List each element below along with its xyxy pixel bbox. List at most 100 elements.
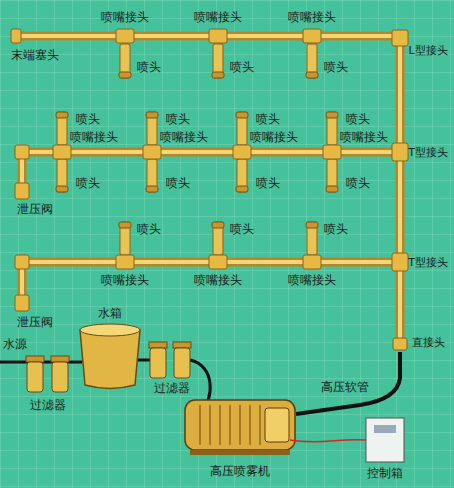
pump-fin	[199, 405, 201, 445]
part-label: 喷头	[166, 113, 190, 126]
nozzle	[120, 222, 130, 255]
pump-body	[185, 400, 295, 450]
pipe-fitting	[116, 255, 134, 269]
part-label: 喷头	[256, 113, 280, 126]
nozzle-tip	[236, 186, 248, 192]
part-label: L型接头	[408, 45, 447, 57]
part-label: 喷头	[256, 177, 280, 190]
part-label: 水箱	[98, 307, 122, 320]
part-label: 喷头	[76, 177, 100, 190]
part-label: 末端塞头	[11, 49, 59, 62]
pump-fin	[219, 405, 221, 445]
pump-fin	[259, 405, 261, 445]
part-label: 喷头	[230, 61, 254, 74]
part-label: 喷嘴接头	[101, 11, 149, 24]
nozzle-tip	[212, 72, 224, 78]
pipe-fitting	[15, 255, 29, 269]
pump-fin	[209, 405, 211, 445]
pipe-fitting	[392, 30, 408, 46]
part-label: T型接头	[408, 257, 448, 269]
nozzle-tip	[326, 186, 338, 192]
nozzle	[120, 44, 130, 78]
pipe-fitting	[303, 29, 321, 43]
part-label: 泄压阀	[17, 316, 53, 329]
part-label: 喷头	[137, 223, 161, 236]
nozzle-tip	[212, 222, 224, 228]
nozzle-tip	[306, 222, 318, 228]
filter-cap	[149, 342, 167, 348]
pump-fin	[229, 405, 231, 445]
pipe-fitting	[233, 145, 251, 159]
nozzle-tip	[146, 186, 158, 192]
pipe	[396, 36, 405, 345]
nozzle-tip	[56, 186, 68, 192]
nozzle	[147, 159, 157, 192]
part-label: 喷嘴接头	[250, 131, 298, 144]
filter-body	[174, 348, 190, 378]
nozzle	[327, 159, 337, 192]
filter-body	[150, 348, 166, 378]
water-tank-lid	[80, 324, 140, 336]
part-label: 喷头	[166, 177, 190, 190]
nozzle	[237, 159, 247, 192]
nozzle	[57, 112, 67, 145]
nozzle	[147, 112, 157, 145]
pump-fin	[249, 405, 251, 445]
pipe-highlight	[22, 150, 400, 154]
part-label: 喷嘴接头	[288, 274, 336, 287]
nozzle	[307, 222, 317, 255]
part-label: 喷嘴接头	[101, 274, 149, 287]
pipe-highlight	[398, 36, 402, 345]
power-wire	[290, 440, 366, 442]
pipe-fitting	[116, 29, 134, 43]
part-label: 喷嘴接头	[194, 274, 242, 287]
control-display	[374, 425, 396, 433]
part-label: 水源	[3, 338, 27, 351]
pipe-fitting	[393, 338, 407, 350]
pipe-fitting	[209, 29, 227, 43]
filter-cap	[51, 356, 69, 362]
filter-body	[27, 362, 43, 392]
high-pressure-hose	[296, 352, 400, 414]
part-label: 喷头	[76, 113, 100, 126]
part-label: 喷嘴接头	[70, 131, 118, 144]
part-label: 喷嘴接头	[288, 11, 336, 24]
part-label: 泄压阀	[17, 203, 53, 216]
pipe-fitting	[392, 253, 408, 271]
pipe-fitting	[209, 255, 227, 269]
part-label: 高压喷雾机	[210, 465, 270, 478]
nozzle	[57, 159, 67, 192]
pipe-fitting	[323, 145, 341, 159]
pipe-fitting	[15, 183, 29, 199]
pipe-fitting	[303, 255, 321, 269]
pipe-fitting	[392, 143, 408, 161]
nozzle-tip	[236, 112, 248, 118]
pipe-fitting	[15, 295, 29, 311]
part-label: 喷嘴接头	[340, 131, 388, 144]
pump-fin	[239, 405, 241, 445]
filter-cap	[26, 356, 44, 362]
nozzle-tip	[306, 72, 318, 78]
pipe-fitting	[15, 145, 29, 159]
filter-body	[52, 362, 68, 392]
water-tank	[80, 330, 140, 389]
pipe	[22, 148, 400, 157]
filter-cap	[173, 342, 191, 348]
pipe-fitting	[53, 145, 71, 159]
nozzle-tip	[119, 72, 131, 78]
part-label: 控制箱	[367, 467, 403, 480]
nozzle-tip	[56, 112, 68, 118]
part-label: 喷头	[346, 113, 370, 126]
pump-base	[190, 450, 290, 455]
part-label: 喷嘴接头	[160, 131, 208, 144]
control-box	[366, 418, 404, 462]
pipe-fitting	[143, 145, 161, 159]
part-label: 喷头	[324, 223, 348, 236]
part-label: T型接头	[408, 147, 448, 159]
nozzle	[213, 44, 223, 78]
part-label: 喷嘴接头	[194, 11, 242, 24]
part-label: 过滤器	[30, 399, 66, 412]
